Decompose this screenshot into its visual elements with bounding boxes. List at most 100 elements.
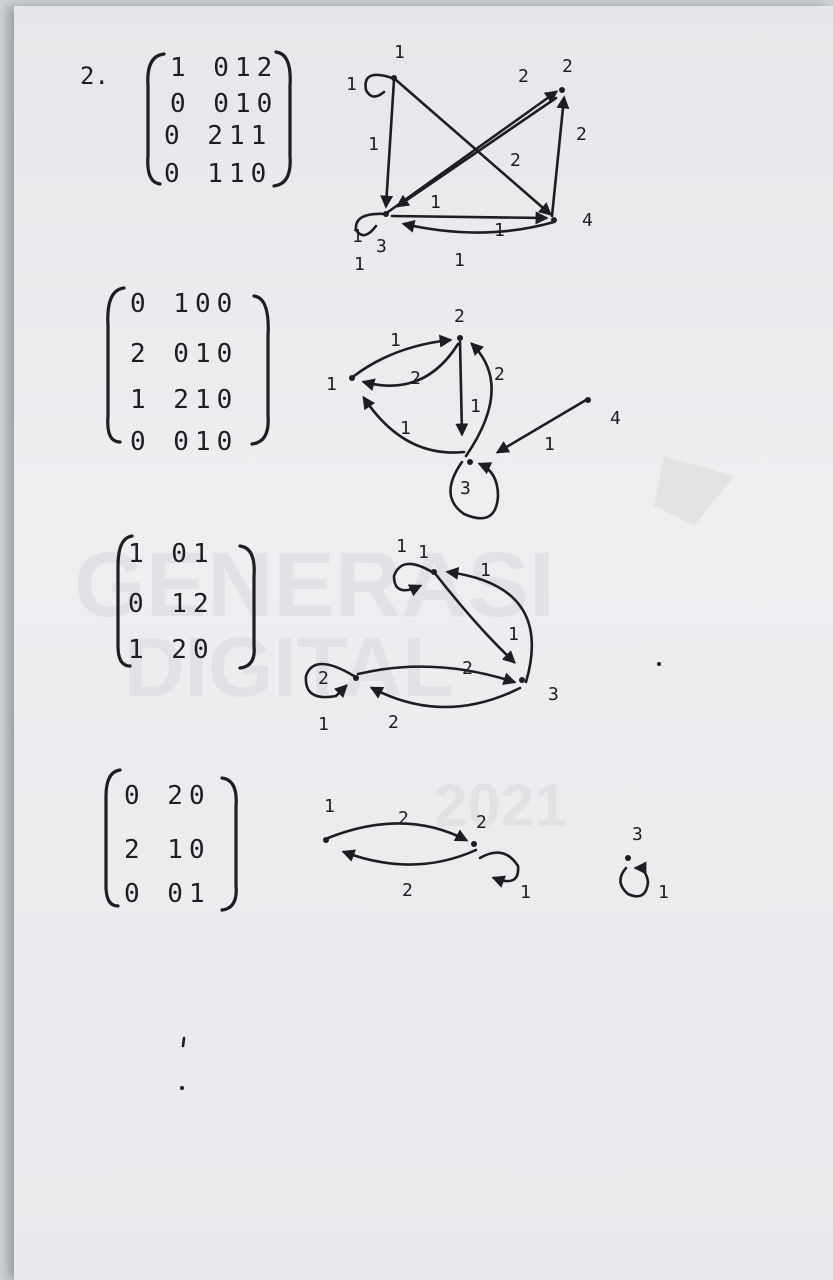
graph-4-node-label-3: 3 (632, 824, 643, 845)
graph-1-edge-label-6: 1 (430, 192, 441, 213)
graph-3-edge-2-3 (356, 665, 517, 685)
matrix-2-row-1: 0 100 (130, 289, 238, 319)
matrix-3: 1 01 0 12 1 20 (116, 534, 256, 670)
graph-2-edge-3-2 (464, 342, 493, 458)
graph-1-edge-label-8: 1 (454, 250, 465, 271)
graph-2-node-label-1: 1 (326, 374, 337, 395)
graph-1-edge-3-2-b (395, 96, 558, 208)
matrix-2-left-bracket (106, 286, 126, 444)
graph-1-edge-label-9: 1 (354, 254, 365, 275)
graph-3-node-label-1: 1 (418, 542, 429, 563)
graph-3-edge-3-1 (445, 566, 534, 684)
matrix-3-row-1: 1 01 (128, 539, 215, 569)
matrix-3-row-3: 1 20 (128, 635, 215, 665)
graph-3-edge-label-4: 2 (462, 658, 473, 679)
graph-2-edge-label-2: 2 (410, 368, 421, 389)
graph-2-node-label-2: 2 (454, 306, 465, 327)
graph-2-edge-2-1 (361, 342, 460, 391)
graph-1-edge-1-4 (394, 78, 552, 216)
graph-2-edge-label-5: 1 (400, 418, 411, 439)
watermark-line-3: 2021 (434, 772, 567, 839)
graph-2-node-4 (585, 397, 591, 403)
graph-1-edge-label-3: 2 (518, 66, 529, 87)
paper-sheet: GENERASI DIGITAL 2021 2. 1 012 0 010 0 2… (14, 6, 833, 1280)
stray-mark (181, 1036, 186, 1048)
watermark-shape (654, 456, 734, 526)
matrix-4-row-3: 0 01 (124, 879, 211, 909)
matrix-1-row-4: 0 110 (164, 159, 272, 189)
matrix-1: 1 012 0 010 0 211 0 110 (146, 50, 292, 189)
graph-4-loop-3 (619, 861, 650, 898)
matrix-4-row-1: 0 20 (124, 781, 211, 811)
graph-2-edge-label-4: 1 (470, 396, 481, 417)
matrix-4-left-bracket (104, 768, 122, 908)
graph-2-node-3 (467, 459, 473, 465)
graph-1-edge-label-7: 1 (494, 220, 505, 241)
graph-3-edge-label-3: 1 (508, 624, 519, 645)
graph-3-node-label-2: 2 (318, 668, 329, 689)
graph-4-node-2 (471, 841, 477, 847)
graph-3-edge-3-2 (369, 686, 522, 709)
graph-4-loop-2 (478, 851, 520, 888)
graph-1-edge-label-10: 1 (352, 226, 363, 247)
graph-2-edge-label-6: 1 (544, 434, 555, 455)
graph-2-node-2 (457, 335, 463, 341)
graph-4-edge-1-2 (326, 822, 469, 842)
graph-1-edge-3-4 (390, 211, 549, 225)
graph-4-node-label-2: 2 (476, 812, 487, 833)
graph-2: 1 2 3 4 1 2 2 1 1 1 (326, 306, 621, 520)
matrix-2-right-bracket (250, 294, 270, 446)
matrix-2-row-2: 2 010 (130, 339, 238, 369)
graph-4-node-3 (625, 855, 631, 861)
graph-1-node-2 (559, 87, 565, 93)
graph-2-node-label-4: 4 (610, 408, 621, 429)
graph-2-node-label-3: 3 (460, 478, 471, 499)
graph-3-node-label-3: 3 (548, 684, 559, 705)
graph-3-edge-label-5: 2 (388, 712, 399, 733)
matrix-4: 0 20 2 10 0 01 (104, 768, 238, 912)
graph-1-node-label-2: 2 (562, 56, 573, 77)
graph-2-edge-label-3: 2 (494, 364, 505, 385)
graph-3-edge-label-1: 1 (396, 536, 407, 557)
matrix-4-right-bracket (220, 776, 238, 912)
matrix-3-left-bracket (116, 534, 134, 668)
matrix-1-left-bracket (146, 52, 166, 186)
matrix-2: 0 100 2 010 1 210 0 010 (106, 286, 270, 457)
graph-1-edge-label-1: 1 (346, 74, 357, 95)
graph-1-node-label-4: 4 (582, 210, 593, 231)
graph-2-edge-2-3 (455, 340, 469, 437)
graph-3-edge-label-2: 1 (480, 560, 491, 581)
graph-3-loop-2 (304, 662, 356, 699)
matrix-3-row-2: 0 12 (128, 589, 215, 619)
graph-3-node-3 (519, 677, 525, 683)
graph-1-edge-3-2-a (386, 90, 559, 214)
graph-2-edge-1-2 (352, 334, 453, 378)
matrix-1-row-3: 0 211 (164, 121, 272, 151)
graph-1-loop-1 (364, 73, 394, 98)
graph-1-node-label-3: 3 (376, 236, 387, 257)
handwritten-drawing: GENERASI DIGITAL 2021 2. 1 012 0 010 0 2… (74, 42, 734, 1090)
matrix-1-right-bracket (272, 50, 292, 188)
graph-4-edge-2-1 (341, 848, 478, 866)
graph-3-edge-1-3 (432, 570, 516, 664)
graph-1-edge-4-2 (550, 95, 570, 218)
graph-4: 1 2 3 2 2 1 1 (323, 796, 669, 903)
graph-1-edge-4-3 (401, 219, 556, 234)
graph-1-edge-label-5: 2 (576, 124, 587, 145)
matrix-3-right-bracket (238, 544, 256, 670)
graph-2-loop-3 (449, 460, 500, 520)
matrix-1-row-1: 1 012 (170, 53, 278, 83)
graph-3-edge-label-6: 1 (318, 714, 329, 735)
problem-number: 2. (80, 62, 109, 90)
matrix-2-row-3: 1 210 (130, 385, 238, 415)
graph-4-edge-label-2: 2 (402, 880, 413, 901)
graph-3: 1 2 3 1 1 1 2 2 1 (304, 536, 559, 735)
graph-1: 1 2 3 4 1 1 2 2 2 1 1 1 1 1 (346, 42, 593, 275)
graph-1-edge-1-3 (380, 78, 396, 209)
matrix-2-row-4: 0 010 (130, 427, 238, 457)
graph-2-edge-3-1 (362, 395, 466, 454)
graph-1-loop-3 (354, 212, 388, 237)
graph-1-node-label-1: 1 (394, 42, 405, 63)
graph-4-node-label-1: 1 (324, 796, 335, 817)
stray-mark (657, 662, 661, 666)
